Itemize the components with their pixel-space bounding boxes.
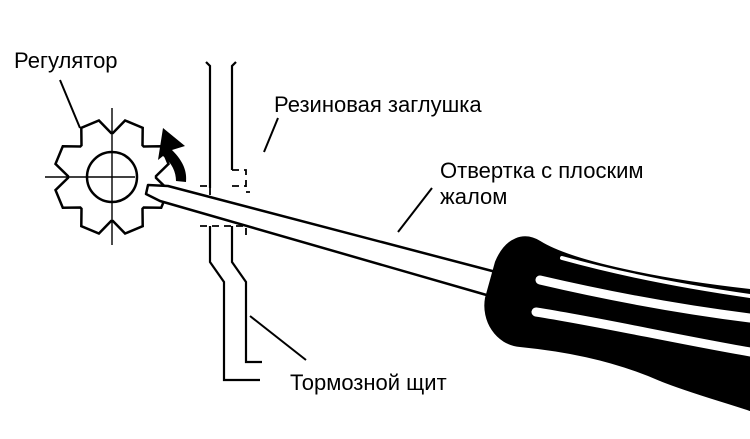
rubber-plug-leader	[263, 117, 279, 153]
screwdriver-leader	[397, 187, 433, 233]
brake-shield-wall	[205, 61, 262, 382]
label-screwdriver-line2: жалом	[440, 184, 508, 209]
flat-screwdriver	[144, 183, 750, 412]
gear-teeth-outline	[54, 119, 170, 235]
brake-shield-leader	[249, 315, 307, 361]
rotation-arrow-icon	[158, 128, 187, 182]
gear-centerlines	[45, 108, 135, 245]
label-rubber-plug: Резиновая заглушка	[274, 92, 482, 117]
label-regulator: Регулятор	[14, 48, 118, 73]
regulator-leader	[59, 79, 81, 129]
label-screwdriver: Отвертка с плоским жалом	[440, 158, 740, 210]
label-brake-shield: Тормозной щит	[290, 370, 447, 395]
label-screwdriver-line1: Отвертка с плоским	[440, 158, 644, 183]
